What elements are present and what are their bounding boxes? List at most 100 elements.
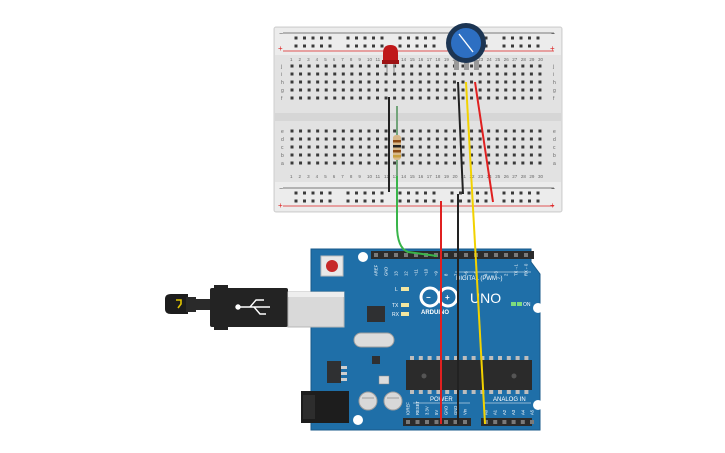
rail-hole[interactable] — [355, 191, 358, 195]
digital-pin[interactable] — [454, 253, 458, 257]
breadboard-hole[interactable] — [435, 145, 439, 149]
digital-pin[interactable] — [514, 253, 518, 257]
rail-hole[interactable] — [536, 36, 540, 40]
breadboard-hole[interactable] — [299, 161, 303, 165]
breadboard-hole[interactable] — [367, 64, 371, 68]
rail-hole[interactable] — [511, 44, 514, 48]
breadboard-hole[interactable] — [333, 72, 337, 76]
breadboard-hole[interactable] — [487, 96, 491, 100]
breadboard-hole[interactable] — [376, 145, 379, 149]
breadboard-hole[interactable] — [316, 145, 320, 149]
breadboard-hole[interactable] — [529, 72, 533, 76]
breadboard-hole[interactable] — [299, 80, 303, 84]
breadboard-hole[interactable] — [367, 80, 371, 84]
breadboard-hole[interactable] — [384, 72, 388, 76]
digital-pin[interactable] — [414, 253, 418, 257]
breadboard-hole[interactable] — [538, 72, 542, 76]
rail-hole[interactable] — [294, 199, 298, 203]
rail-hole[interactable] — [380, 191, 384, 195]
breadboard-hole[interactable] — [495, 145, 499, 149]
rail-hole[interactable] — [511, 199, 514, 203]
breadboard-hole[interactable] — [376, 153, 379, 157]
analog-pin[interactable] — [484, 420, 488, 424]
breadboard-hole[interactable] — [504, 80, 508, 84]
breadboard-hole[interactable] — [504, 96, 508, 100]
rail-hole[interactable] — [303, 199, 306, 203]
breadboard-hole[interactable] — [521, 161, 525, 165]
breadboard-hole[interactable] — [393, 80, 397, 84]
bottom-header-pins[interactable] — [406, 420, 534, 424]
breadboard-hole[interactable] — [495, 129, 499, 133]
rail-hole[interactable] — [328, 44, 332, 48]
breadboard-hole[interactable] — [495, 80, 499, 84]
rail-hole[interactable] — [372, 199, 375, 203]
breadboard-hole[interactable] — [538, 88, 542, 92]
rail-hole[interactable] — [303, 44, 306, 48]
breadboard-hole[interactable] — [461, 88, 465, 92]
breadboard-hole[interactable] — [478, 137, 482, 141]
rail-hole[interactable] — [407, 191, 410, 195]
breadboard-hole[interactable] — [307, 80, 311, 84]
breadboard-hole[interactable] — [435, 64, 439, 68]
breadboard-hole[interactable] — [299, 64, 303, 68]
rail-hole[interactable] — [536, 199, 540, 203]
breadboard-hole[interactable] — [487, 64, 491, 68]
breadboard-hole[interactable] — [401, 129, 405, 133]
breadboard-hole[interactable] — [410, 145, 414, 149]
breadboard-hole[interactable] — [307, 72, 311, 76]
rail-hole[interactable] — [398, 36, 402, 40]
breadboard-hole[interactable] — [487, 80, 491, 84]
breadboard-hole[interactable] — [350, 88, 354, 92]
breadboard-hole[interactable] — [461, 161, 465, 165]
breadboard-hole[interactable] — [470, 96, 474, 100]
breadboard-hole[interactable] — [299, 137, 303, 141]
breadboard-hole[interactable] — [470, 161, 474, 165]
breadboard-hole[interactable] — [307, 64, 311, 68]
breadboard-hole[interactable] — [504, 145, 508, 149]
breadboard-hole[interactable] — [427, 88, 431, 92]
breadboard-hole[interactable] — [393, 129, 397, 133]
breadboard-hole[interactable] — [307, 161, 311, 165]
breadboard-hole[interactable] — [495, 88, 499, 92]
rail-hole[interactable] — [407, 199, 410, 203]
breadboard-hole[interactable] — [538, 145, 542, 149]
breadboard-hole[interactable] — [504, 161, 508, 165]
breadboard-hole[interactable] — [316, 72, 320, 76]
breadboard-hole[interactable] — [435, 161, 439, 165]
breadboard-hole[interactable] — [350, 161, 354, 165]
breadboard-hole[interactable] — [521, 137, 525, 141]
green-wire-to-pin-10[interactable] — [396, 106, 438, 257]
breadboard-hole[interactable] — [444, 64, 448, 68]
rail-hole[interactable] — [398, 199, 402, 203]
breadboard-hole[interactable] — [324, 80, 328, 84]
breadboard-hole[interactable] — [401, 88, 405, 92]
rail-hole[interactable] — [519, 44, 523, 48]
breadboard-hole[interactable] — [478, 88, 482, 92]
rail-hole[interactable] — [415, 199, 419, 203]
rail-hole[interactable] — [424, 36, 427, 40]
breadboard-hole[interactable] — [529, 137, 533, 141]
breadboard-hole[interactable] — [435, 96, 439, 100]
breadboard-hole[interactable] — [290, 145, 294, 149]
rail-hole[interactable] — [450, 191, 454, 195]
digital-pin[interactable] — [524, 253, 528, 257]
breadboard-hole[interactable] — [418, 145, 422, 149]
rail-hole[interactable] — [502, 191, 506, 195]
breadboard-hole[interactable] — [324, 137, 328, 141]
breadboard-hole[interactable] — [307, 88, 311, 92]
breadboard-hole[interactable] — [427, 80, 431, 84]
reset-button[interactable] — [326, 260, 338, 272]
rail-hole[interactable] — [467, 191, 471, 195]
breadboard-hole[interactable] — [504, 64, 508, 68]
breadboard-hole[interactable] — [316, 129, 320, 133]
breadboard-hole[interactable] — [393, 88, 397, 92]
breadboard-hole[interactable] — [452, 161, 456, 165]
breadboard-hole[interactable] — [529, 145, 533, 149]
breadboard-hole[interactable] — [444, 161, 448, 165]
rail-hole[interactable] — [484, 199, 488, 203]
rail-hole[interactable] — [294, 36, 298, 40]
breadboard-hole[interactable] — [504, 137, 508, 141]
breadboard-hole[interactable] — [504, 129, 508, 133]
rail-hole[interactable] — [311, 44, 315, 48]
